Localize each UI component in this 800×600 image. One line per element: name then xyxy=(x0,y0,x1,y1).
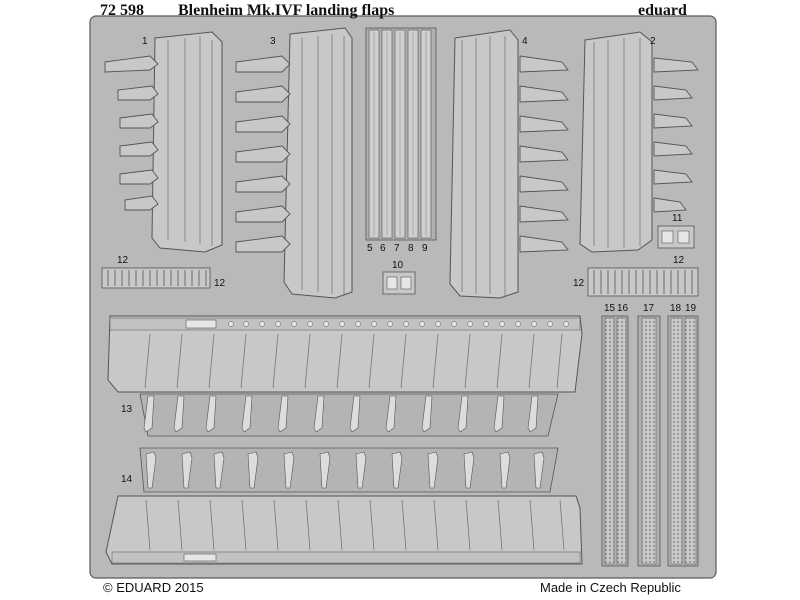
part-12-left-comb xyxy=(101,267,211,289)
sheet-title: Blenheim Mk.IVF landing flaps xyxy=(178,2,395,19)
part-label-19: 19 xyxy=(685,303,697,314)
part-10 xyxy=(382,271,416,295)
part-label-2: 2 xyxy=(650,36,656,47)
part-label-4: 4 xyxy=(522,36,528,47)
part-label-15: 15 xyxy=(604,303,616,314)
part-label-8: 8 xyxy=(408,243,414,254)
part-label-17: 17 xyxy=(643,303,655,314)
part-label-12-top-right: 12 xyxy=(673,255,685,266)
part-label-11: 11 xyxy=(672,213,683,224)
part-14-rib-row xyxy=(139,447,559,493)
part-label-3: 3 xyxy=(270,36,276,47)
parts-5-9-strips xyxy=(365,27,437,241)
part-label-12-bottom-right: 12 xyxy=(573,278,585,289)
origin-note: Made in Czech Republic xyxy=(540,580,681,595)
part-11 xyxy=(657,225,695,249)
part-13-flap-panel xyxy=(107,315,583,393)
part-1-flap xyxy=(104,31,223,253)
part-label-13: 13 xyxy=(121,404,133,415)
part-2-flap xyxy=(579,31,699,253)
part-label-18: 18 xyxy=(670,303,682,314)
part-label-5: 5 xyxy=(367,243,373,254)
part-13-rib-row xyxy=(139,393,559,437)
catalog-number: 72 598 xyxy=(100,2,144,19)
part-3-flap xyxy=(235,27,353,299)
part-label-7: 7 xyxy=(394,243,400,254)
parts-15-19-strips xyxy=(601,315,699,567)
part-label-9: 9 xyxy=(422,243,428,254)
part-label-12-top-left: 12 xyxy=(117,255,129,266)
part-label-6: 6 xyxy=(380,243,386,254)
part-label-12-bottom-left: 12 xyxy=(214,278,226,289)
part-label-10: 10 xyxy=(392,260,404,271)
copyright-note: © EDUARD 2015 xyxy=(103,580,204,595)
part-4-flap xyxy=(449,29,569,299)
part-12-right-comb xyxy=(587,267,699,297)
part-label-16: 16 xyxy=(617,303,629,314)
part-label-1: 1 xyxy=(142,36,148,47)
part-label-14: 14 xyxy=(121,474,133,485)
brand-name: eduard xyxy=(638,2,687,19)
part-14-flap-panel xyxy=(105,495,583,565)
